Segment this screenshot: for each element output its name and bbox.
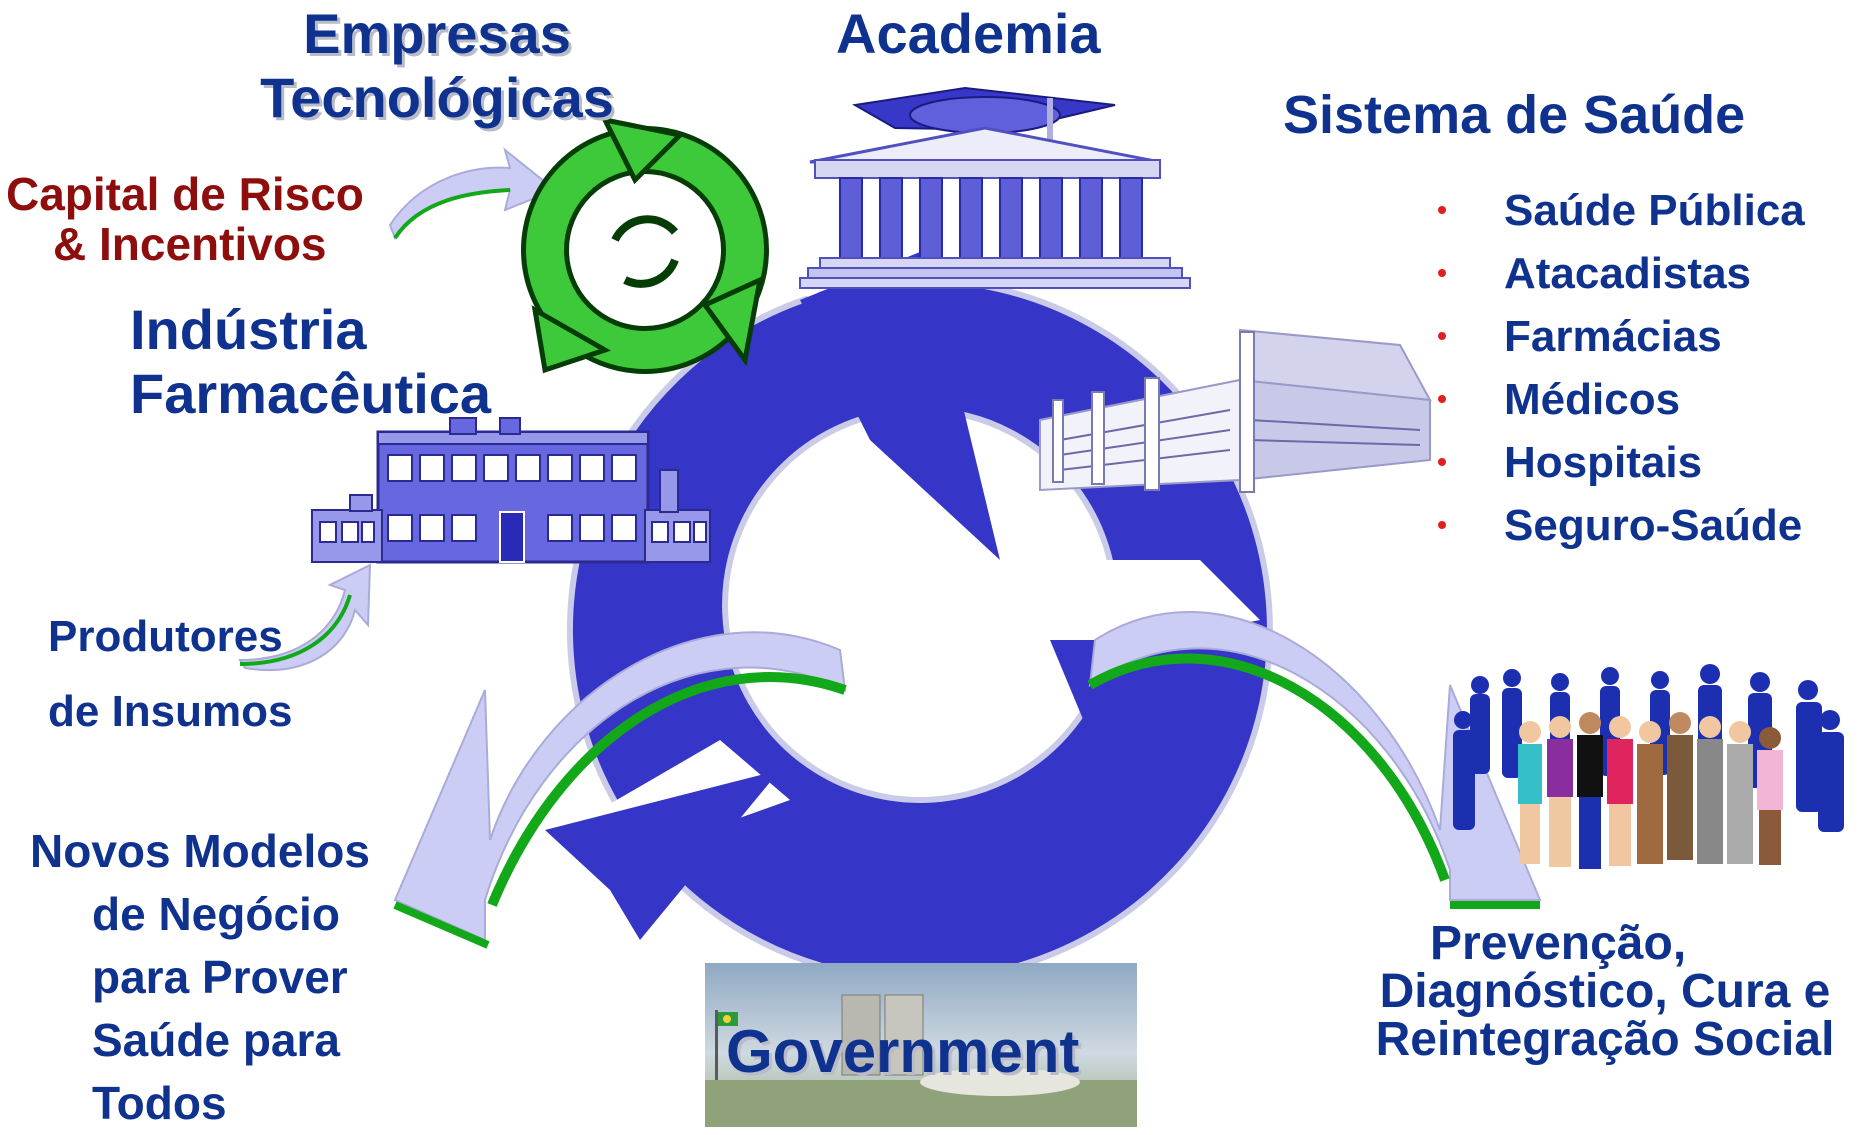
arrow-produtores-to-industria — [238, 563, 372, 672]
list-item-label: Hospitais — [1504, 438, 1703, 487]
arrow-to-prevencao-green-edge — [1087, 653, 1450, 882]
arrow-to-novos-modelos-tip-green — [393, 901, 490, 949]
recycle-icon — [521, 116, 769, 374]
government-photo — [705, 963, 1137, 1127]
label-academia: Academia — [836, 2, 1101, 65]
list-item: Médicos — [1438, 375, 1805, 438]
list-item-label: Médicos — [1504, 375, 1681, 424]
cycle-arrow-left — [545, 770, 780, 940]
people-crowd-icon — [1453, 664, 1844, 869]
bullet-dot — [1438, 395, 1446, 403]
label-capital-risco: Capital de Risco & Incentivos — [6, 168, 364, 270]
label-novos-line: de Negócio — [92, 888, 340, 941]
bullet-dot — [1438, 521, 1446, 529]
label-novos-line: Saúde para — [92, 1014, 340, 1067]
label-capital-line2: & Incentivos — [53, 217, 327, 270]
bullet-dot — [1438, 458, 1446, 466]
label-novos-line: para Prover — [92, 951, 348, 1004]
arrow-to-novos-modelos — [393, 631, 847, 949]
label-capital-line1: Capital de Risco — [6, 168, 364, 220]
arrow-to-novos-modelos-body — [393, 631, 847, 942]
bullet-dot — [1438, 269, 1446, 277]
label-novos-line: Novos Modelos — [30, 825, 370, 877]
list-item: Saúde Pública — [1438, 186, 1805, 249]
arrow-to-prevencao — [1087, 611, 1542, 909]
label-industria-line2: Farmacêutica — [130, 362, 492, 426]
arrow-to-novos-modelos-green-edge — [487, 672, 847, 907]
list-item-label: Atacadistas — [1504, 249, 1752, 298]
list-item: Atacadistas — [1438, 249, 1805, 312]
label-novos-line: Todos — [92, 1077, 227, 1130]
label-prevencao-line: Prevenção, — [1430, 917, 1687, 970]
label-government: Government — [726, 1018, 1080, 1085]
label-empresas-line2: Tecnológicas — [260, 66, 614, 130]
cycle-arrow-top — [800, 250, 1000, 560]
label-industria-line1: Indústria — [130, 298, 367, 361]
label-produtores-insumos: Produtores de Insumos — [48, 600, 293, 750]
label-novos-modelos: Novos Modelos de Negócio para Prover Saú… — [30, 820, 370, 1135]
label-empresas-line1: Empresas — [303, 2, 571, 65]
list-item: Hospitais — [1438, 438, 1805, 501]
label-prevencao-line: Reintegração Social — [1375, 1013, 1835, 1066]
bullet-dot — [1438, 206, 1446, 214]
arrow-to-prevencao-body — [1088, 611, 1542, 901]
label-prevencao: Prevenção, Diagnóstico, Cura e Reintegra… — [1350, 920, 1860, 1064]
label-produtores-line1: Produtores — [48, 612, 283, 661]
label-sistema-saude: Sistema de Saúde — [1283, 85, 1746, 145]
list-item: Seguro-Saúde — [1438, 501, 1805, 564]
sistema-saude-list: Saúde Pública Atacadistas Farmácias Médi… — [1438, 186, 1805, 564]
label-empresas-tecnologicas: Empresas Tecnológicas — [232, 2, 642, 130]
factory-building-icon — [311, 417, 711, 564]
list-item: Farmácias — [1438, 312, 1805, 375]
label-produtores-line2: de Insumos — [48, 686, 293, 736]
academia-temple-icon — [799, 86, 1191, 289]
list-item-label: Seguro-Saúde — [1504, 501, 1803, 550]
label-industria-farmaceutica: Indústria Farmacêutica — [130, 298, 492, 426]
list-item-label: Saúde Pública — [1504, 186, 1805, 235]
bullet-dot — [1438, 332, 1446, 340]
list-item-label: Farmácias — [1504, 312, 1722, 361]
hospital-building-icon — [1039, 328, 1432, 493]
label-prevencao-line: Diagnóstico, Cura e — [1379, 965, 1831, 1018]
